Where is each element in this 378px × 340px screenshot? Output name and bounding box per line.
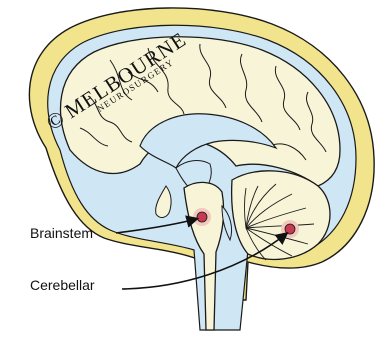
brainstem-lesion (193, 208, 211, 226)
cerebellar-label: Cerebellar (30, 277, 95, 293)
brainstem-label: Brainstem (30, 225, 93, 241)
